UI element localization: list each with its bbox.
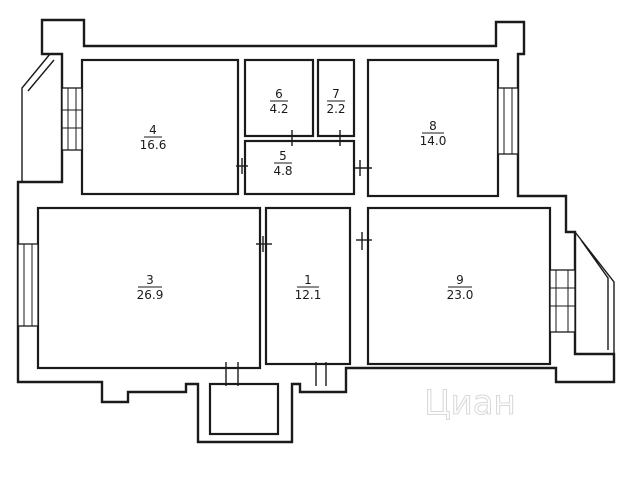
label-room-4: 4 16.6 [140,123,167,152]
room-7 [316,58,356,138]
room-number: 4 [149,123,157,137]
watermark: Циан [424,383,516,423]
room-area: 14.0 [420,134,447,148]
window-right-upper [497,87,519,155]
room-area: 4.8 [273,164,292,178]
room-3 [36,206,262,370]
window-right-lower [549,269,576,333]
room-number: 6 [275,87,283,101]
label-room-6: 6 4.2 [269,87,288,116]
room-number: 3 [146,273,154,287]
balcony-left [21,53,55,182]
window-left-lower [17,243,39,327]
label-room-3: 3 26.9 [137,273,164,302]
room-6 [243,58,315,138]
room-4 [80,58,240,196]
room-area: 16.6 [140,138,167,152]
room-8 [366,58,500,198]
room-area: 4.2 [269,102,288,116]
door-marks [225,130,372,386]
room-number: 8 [429,119,437,133]
label-room-1: 1 12.1 [295,273,322,302]
room-number: 1 [304,273,312,287]
balcony-right [574,231,615,354]
room-9 [366,206,552,366]
label-room-9: 9 23.0 [447,273,474,302]
room-area: 12.1 [295,288,322,302]
label-room-7: 7 2.2 [326,87,345,116]
entrance-annex [208,382,280,436]
window-left-upper [61,87,83,151]
room-number: 7 [332,87,340,101]
room-5 [243,139,356,196]
room-number: 9 [456,273,464,287]
label-room-5: 5 4.8 [273,149,292,178]
outer-wall [16,18,616,444]
room-area: 23.0 [447,288,474,302]
label-room-8: 8 14.0 [420,119,447,148]
room-area: 26.9 [137,288,164,302]
room-area: 2.2 [326,102,345,116]
room-1 [264,206,352,366]
room-number: 5 [279,149,287,163]
